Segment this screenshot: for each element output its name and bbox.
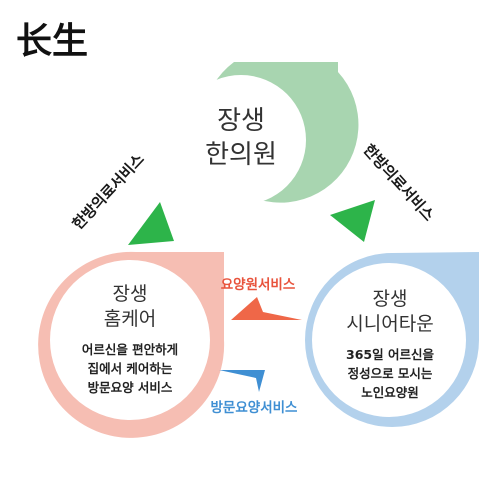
left-description: 어르신을 편안하게 집에서 케어하는 방문요양 서비스 — [52, 340, 208, 397]
center-title-line2: 한의원 — [205, 140, 277, 170]
top-horizontal-label: 요양원서비스 — [221, 277, 296, 293]
left-diagonal-label: 한방의료서비스 — [69, 150, 148, 233]
left-arrow-icon — [219, 370, 265, 392]
center-title: 장생 한의원 — [176, 104, 306, 172]
center-blob — [176, 62, 359, 205]
left-desc-line3: 방문요양 서비스 — [87, 380, 173, 395]
left-down-arrow-icon — [128, 202, 174, 245]
logo: 长生 — [16, 21, 88, 62]
right-down-arrow-icon — [330, 200, 375, 242]
left-title-line1: 장생 — [112, 283, 148, 305]
left-desc-line1: 어르신을 편안하게 — [81, 342, 179, 357]
left-blob — [38, 251, 225, 438]
left-content: 장생 홈케어 어르신을 편안하게 집에서 케어하는 방문요양 서비스 — [52, 282, 208, 397]
left-title-line2: 홈케어 — [103, 308, 157, 330]
right-description: 365일 어르신을 정성으로 모시는 노인요양원 — [312, 345, 468, 402]
left-desc-line2: 집에서 케어하는 — [87, 361, 173, 376]
right-arrow-icon — [231, 297, 302, 320]
right-title-line1: 장생 — [372, 288, 408, 310]
right-desc-line2: 정성으로 모시는 — [347, 366, 433, 381]
right-desc-line1: 365일 어르신을 — [346, 347, 434, 362]
center-title-line1: 장생 — [217, 106, 265, 136]
bottom-horizontal-label: 방문요양서비스 — [211, 399, 299, 416]
right-content: 장생 시니어타운 365일 어르신을 정성으로 모시는 노인요양원 — [312, 287, 468, 402]
right-desc-line3: 노인요양원 — [361, 385, 419, 400]
right-blob — [305, 252, 479, 427]
right-title-line2: 시니어타운 — [346, 313, 434, 335]
